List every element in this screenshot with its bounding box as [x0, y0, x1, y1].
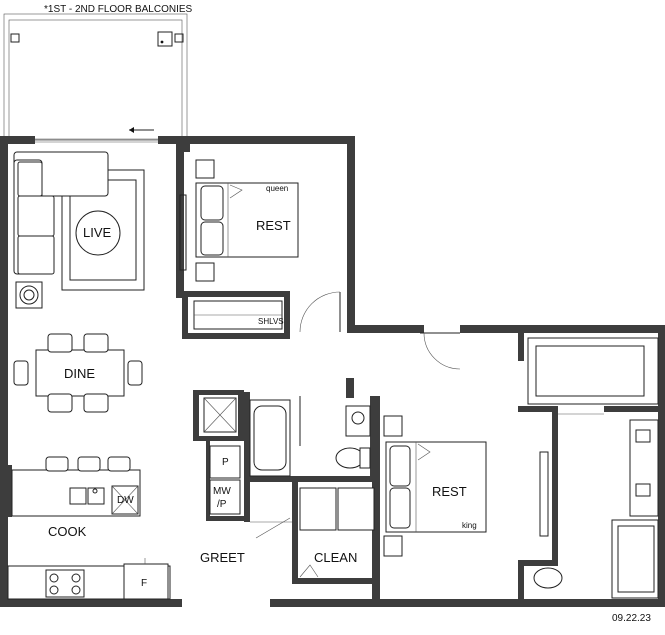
dishwasher-label: DW	[117, 495, 134, 506]
fridge-label: F	[141, 578, 147, 589]
bedroom-2	[383, 332, 487, 557]
kitchen	[7, 456, 171, 600]
mw-label-line1: MW	[213, 486, 231, 497]
queen-label: queen	[266, 184, 288, 193]
balcony-note: *1ST - 2ND FLOOR BALCONIES	[44, 4, 193, 15]
mw-label-line2: /P	[217, 499, 227, 510]
arrow-icon	[129, 127, 134, 133]
balcony	[3, 13, 188, 141]
queen-bed	[195, 159, 299, 282]
plan-date: 09.22.23	[612, 613, 651, 624]
greet-label: GREET	[200, 550, 245, 565]
bedroom-1-walls	[176, 144, 341, 339]
pantry-label: P	[222, 457, 229, 468]
pantry	[193, 390, 246, 521]
live-label: LIVE	[83, 225, 112, 240]
shelves-label: SHLVS	[258, 317, 284, 326]
central-bath	[244, 378, 378, 482]
clean-label: CLEAN	[314, 550, 357, 565]
coffee-table	[75, 210, 121, 256]
ensuite	[518, 333, 659, 607]
dining-table	[13, 333, 143, 413]
king-label: king	[462, 521, 477, 530]
cook-label: COOK	[48, 524, 87, 539]
sliding-door	[35, 138, 158, 143]
living-area	[13, 151, 145, 309]
rest-1-label: REST	[256, 218, 291, 233]
exterior-walls	[0, 136, 665, 607]
rest-2-label: REST	[432, 484, 467, 499]
dine-label: DINE	[64, 366, 95, 381]
laundry	[244, 396, 380, 607]
